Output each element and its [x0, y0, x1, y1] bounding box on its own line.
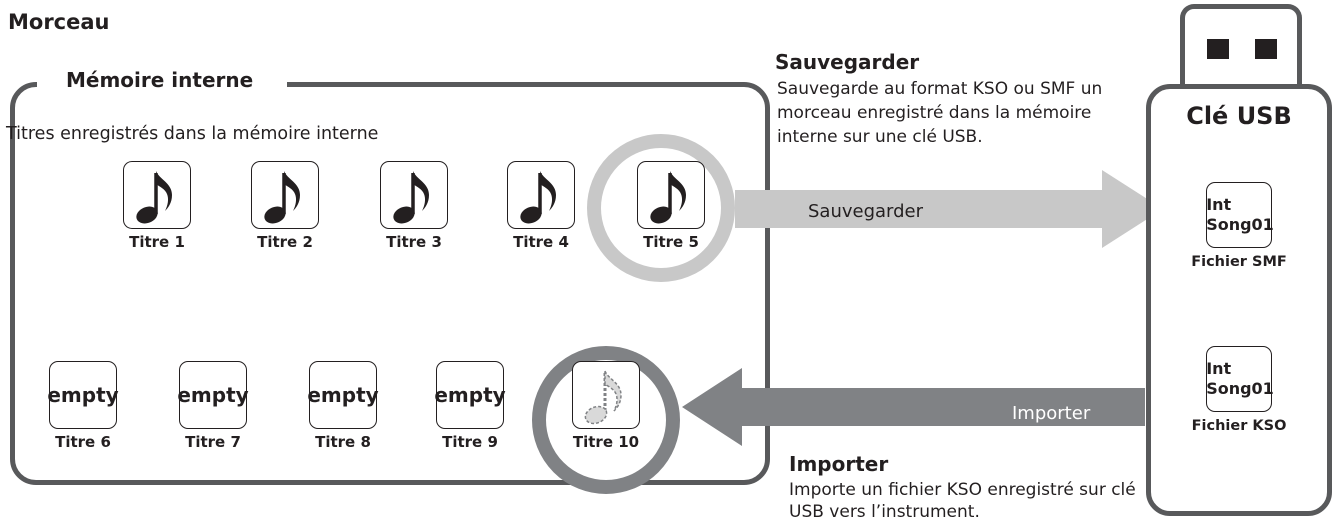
song-slot-6[interactable]: empty Titre 6	[31, 361, 135, 451]
song-label: Titre 7	[185, 433, 241, 451]
song-label: Titre 2	[257, 233, 313, 251]
internal-memory-subtitle: Titres enregistrés dans la mémoire inter…	[6, 124, 379, 144]
empty-text: empty	[434, 383, 506, 407]
usb-connector	[1180, 4, 1302, 94]
file-name-line1: Int	[1206, 195, 1232, 214]
song-slot-8[interactable]: empty Titre 8	[291, 361, 395, 451]
file-icon: Int Song01	[1206, 346, 1274, 412]
usb-key-title: Clé USB	[1186, 102, 1292, 130]
file-name-line2: Song01	[1206, 215, 1274, 234]
song-slot-1[interactable]: Titre 1	[105, 161, 209, 251]
song-label: Titre 6	[55, 433, 111, 451]
empty-slot-box: empty	[434, 361, 506, 429]
file-name-line1: Int	[1206, 359, 1232, 378]
import-arrow-label: Importer	[1012, 403, 1091, 424]
save-arrow-label: Sauvegarder	[808, 201, 924, 222]
song-slot-4[interactable]: Titre 4	[489, 161, 593, 251]
import-heading: Importer	[789, 452, 889, 476]
song-label: Titre 1	[129, 233, 185, 251]
save-heading: Sauvegarder	[775, 50, 920, 74]
music-note-icon	[123, 161, 191, 229]
song-label: Titre 9	[442, 433, 498, 451]
music-note-icon	[251, 161, 319, 229]
empty-text: empty	[177, 383, 249, 407]
dashed-music-note-icon	[572, 361, 640, 429]
usb-file-kso[interactable]: Int Song01 Fichier KSO	[1164, 346, 1314, 434]
song-slot-3[interactable]: Titre 3	[362, 161, 466, 251]
song-slot-2[interactable]: Titre 2	[233, 161, 337, 251]
empty-text: empty	[47, 383, 119, 407]
song-label: Titre 10	[572, 433, 640, 451]
empty-slot-box: empty	[47, 361, 119, 429]
empty-slot-box: empty	[177, 361, 249, 429]
song-label: Titre 8	[315, 433, 371, 451]
import-arrow	[682, 368, 1145, 446]
file-icon: Int Song01	[1206, 182, 1274, 248]
save-arrow	[735, 170, 1163, 248]
music-note-icon	[637, 161, 705, 229]
internal-memory-frame	[10, 82, 770, 485]
internal-memory-title: Mémoire interne	[60, 68, 260, 92]
file-name-line2: Song01	[1206, 379, 1274, 398]
usb-key-body	[1146, 84, 1332, 516]
song-slot-10[interactable]: Titre 10	[554, 361, 658, 451]
file-label: Fichier KSO	[1191, 418, 1287, 434]
song-label: Titre 5	[643, 233, 699, 251]
song-slot-7[interactable]: empty Titre 7	[161, 361, 265, 451]
file-label: Fichier SMF	[1191, 254, 1287, 270]
song-slot-5[interactable]: Titre 5	[619, 161, 723, 251]
usb-pin	[1207, 39, 1229, 59]
save-description: Sauvegarde au format KSO ou SMF un morce…	[777, 79, 1103, 147]
usb-file-smf[interactable]: Int Song01 Fichier SMF	[1164, 182, 1314, 270]
music-note-icon	[380, 161, 448, 229]
page-title: Morceau	[8, 10, 110, 34]
empty-text: empty	[307, 383, 379, 407]
music-note-icon	[507, 161, 575, 229]
usb-pin	[1255, 39, 1277, 59]
import-description: Importe un fichier KSO enregistré sur cl…	[789, 480, 1136, 522]
song-slot-9[interactable]: empty Titre 9	[418, 361, 522, 451]
song-label: Titre 4	[513, 233, 569, 251]
song-label: Titre 3	[386, 233, 442, 251]
empty-slot-box: empty	[307, 361, 379, 429]
